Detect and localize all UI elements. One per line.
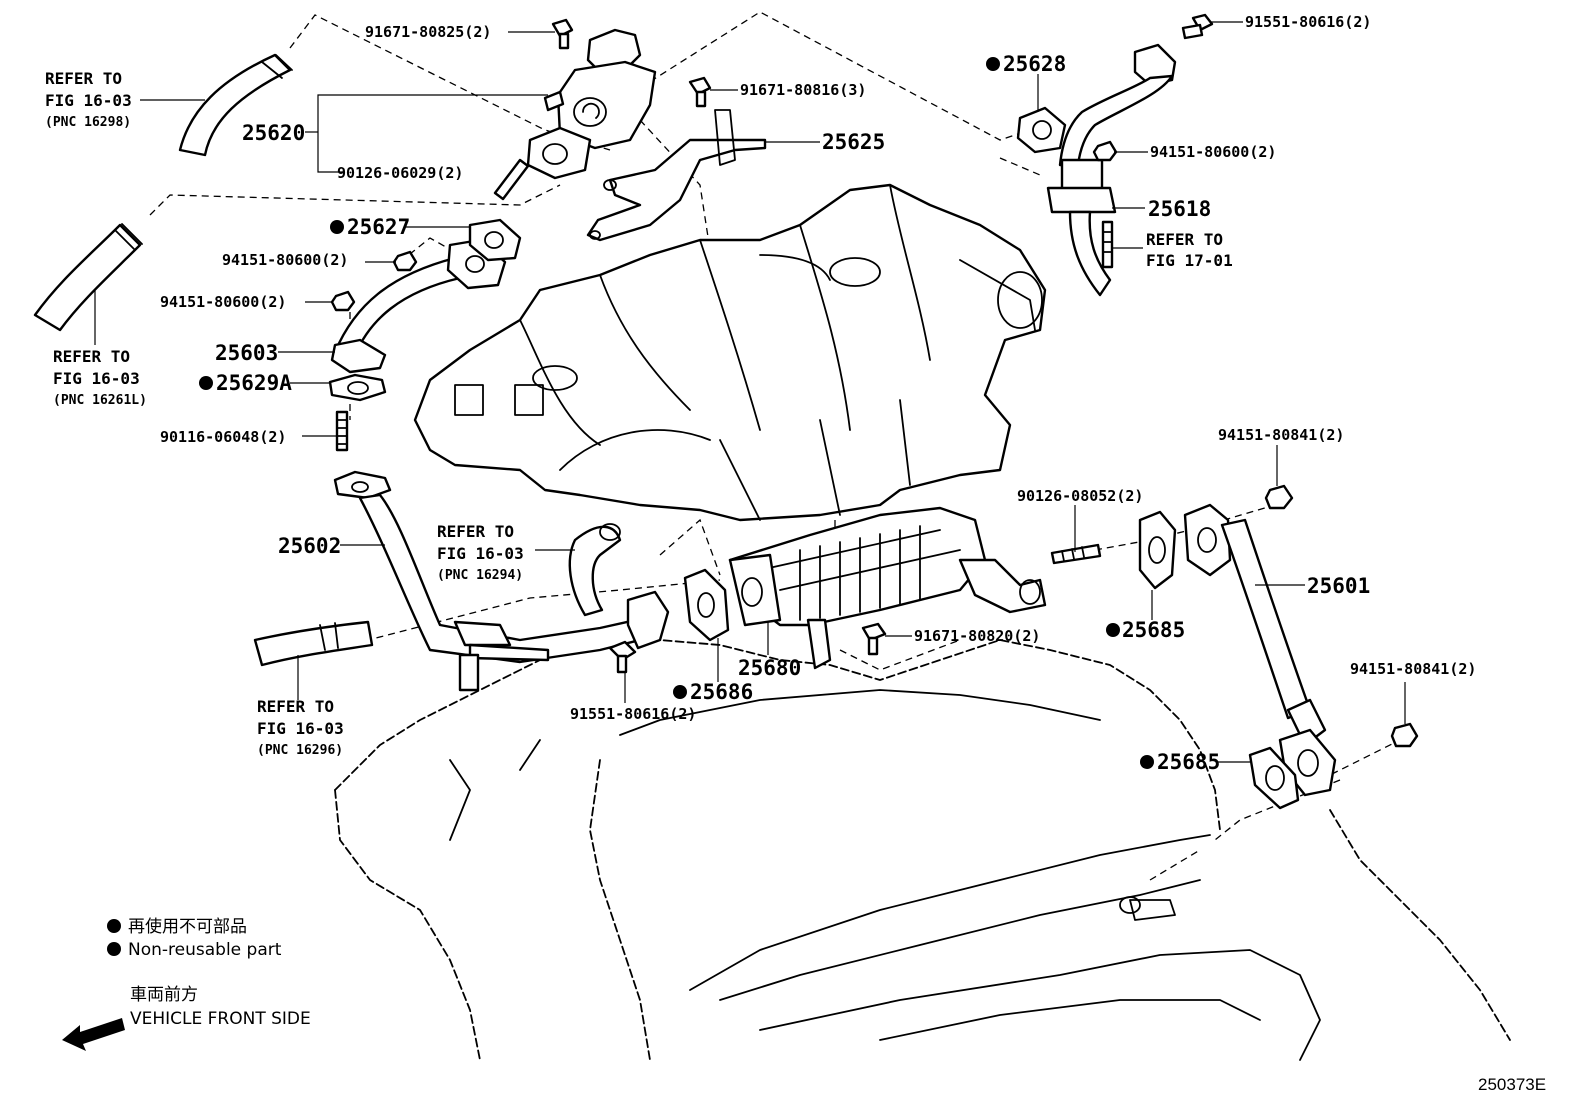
label-90126-08052: 90126-08052(2) xyxy=(1017,487,1143,505)
part-labels: 91671-80825(2) 91551-80616(2) 91671-8081… xyxy=(160,13,1476,774)
label-94151-80841-top: 94151-80841(2) xyxy=(1218,426,1344,444)
gasket-25629A xyxy=(328,373,387,402)
label-25628: 25628 xyxy=(1003,52,1066,76)
label-25680: 25680 xyxy=(738,656,801,680)
ref2-line1: REFER TO xyxy=(1146,230,1223,249)
refer-callouts: REFER TO FIG 16-03 (PNC 16298) REFER TO … xyxy=(45,69,1233,758)
legend-dot-jp xyxy=(107,919,121,933)
label-94151-80600-b: 94151-80600(2) xyxy=(160,293,286,311)
pipe-25602 xyxy=(333,470,670,692)
ref1-line3: (PNC 16298) xyxy=(45,115,131,130)
bolt-91551-80616-top xyxy=(1181,13,1214,40)
gasket-25685-lower xyxy=(1248,746,1300,810)
ref5-line2: FIG 16-03 xyxy=(257,719,344,738)
label-25602: 25602 xyxy=(278,534,341,558)
nut-94151-80600-b xyxy=(330,290,356,312)
legend-front-en: VEHICLE FRONT SIDE xyxy=(130,1009,311,1029)
label-25685-upper: 25685 xyxy=(1122,618,1185,642)
ref5-line1: REFER TO xyxy=(257,697,334,716)
bolt-91551-80616-bottom xyxy=(608,640,637,674)
egr-valve-25620 xyxy=(526,28,657,180)
nut-94151-80600-a xyxy=(392,250,418,272)
label-25620: 25620 xyxy=(242,121,305,145)
bolt-91671-80825 xyxy=(551,18,574,50)
label-25627: 25627 xyxy=(347,215,410,239)
ref3-line3: (PNC 16261L) xyxy=(53,393,147,408)
gasket-25685-upper xyxy=(1138,510,1177,590)
hose-middle xyxy=(568,523,622,617)
non-reusable-dot xyxy=(673,685,687,699)
bolt-91671-80820 xyxy=(861,622,887,656)
pipe-25601 xyxy=(1183,503,1337,797)
label-94151-80600-right: 94151-80600(2) xyxy=(1150,143,1276,161)
engine-block xyxy=(334,639,1511,1061)
label-25601: 25601 xyxy=(1307,574,1370,598)
stud-90116-06048 xyxy=(335,410,349,452)
ref1-line1: REFER TO xyxy=(45,69,122,88)
ref1-line2: FIG 16-03 xyxy=(45,91,132,110)
label-25686: 25686 xyxy=(690,680,753,704)
label-25625: 25625 xyxy=(822,130,885,154)
legend-front-jp: 車両前方 xyxy=(130,985,198,1005)
label-91671-80820: 91671-80820(2) xyxy=(914,627,1040,645)
hose-bottom-left xyxy=(253,620,374,667)
hose-top-left xyxy=(178,53,293,157)
non-reusable-dot xyxy=(1106,623,1120,637)
ref4-line3: (PNC 16294) xyxy=(437,568,523,583)
label-90126-06029: 90126-06029(2) xyxy=(337,164,463,182)
nut-94151-80841-right xyxy=(1390,722,1419,748)
non-reusable-dot xyxy=(330,220,344,234)
ref2-line2: FIG 17-01 xyxy=(1146,251,1233,270)
hose-left xyxy=(33,223,143,332)
front-arrow-icon xyxy=(62,1018,125,1051)
label-91671-80825: 91671-80825(2) xyxy=(365,23,491,41)
ref4-line1: REFER TO xyxy=(437,522,514,541)
nut-94151-80841-top xyxy=(1264,484,1294,510)
label-25603: 25603 xyxy=(215,341,278,365)
label-91671-80816: 91671-80816(3) xyxy=(740,81,866,99)
figure-code: 250373E xyxy=(1478,1075,1546,1094)
non-reusable-dot xyxy=(1140,755,1154,769)
ref3-line1: REFER TO xyxy=(53,347,130,366)
legend: 再使用不可部品 Non-reusable part 車両前方 VEHICLE F… xyxy=(62,916,311,1051)
stud-refer-17-01 xyxy=(1101,220,1114,269)
label-91551-80616-bottom: 91551-80616(2) xyxy=(570,705,696,723)
leader-lines xyxy=(94,21,1406,763)
stud-90126-08052 xyxy=(1050,543,1102,565)
gasket-25628 xyxy=(1016,106,1067,154)
legend-dot-en xyxy=(107,942,121,956)
stud-90126-06029 xyxy=(493,158,530,201)
label-25629A: 25629A xyxy=(216,371,292,395)
legend-nonreusable-en: Non-reusable part xyxy=(128,940,282,960)
ref4-line2: FIG 16-03 xyxy=(437,544,524,563)
ref3-line2: FIG 16-03 xyxy=(53,369,140,388)
label-94151-80600-a: 94151-80600(2) xyxy=(222,251,348,269)
nut-94151-80600-right xyxy=(1092,140,1118,162)
label-91551-80616-top: 91551-80616(2) xyxy=(1245,13,1371,31)
label-94151-80841-right: 94151-80841(2) xyxy=(1350,660,1476,678)
pipe-25618 xyxy=(1046,43,1177,297)
bracket-25625 xyxy=(586,109,767,242)
label-25685-lower: 25685 xyxy=(1157,750,1220,774)
legend-nonreusable-jp: 再使用不可部品 xyxy=(128,916,247,937)
ref5-line3: (PNC 16296) xyxy=(257,743,343,758)
egr-cooler-25680 xyxy=(728,506,1047,670)
non-reusable-dot xyxy=(199,376,213,390)
gasket-25686 xyxy=(683,568,730,642)
gasket-25627 xyxy=(468,218,522,262)
intake-manifold xyxy=(413,183,1047,522)
non-reusable-dot xyxy=(986,57,1000,71)
bolt-91671-80816 xyxy=(688,76,712,108)
label-25618: 25618 xyxy=(1148,197,1211,221)
label-90116-06048: 90116-06048(2) xyxy=(160,428,286,446)
